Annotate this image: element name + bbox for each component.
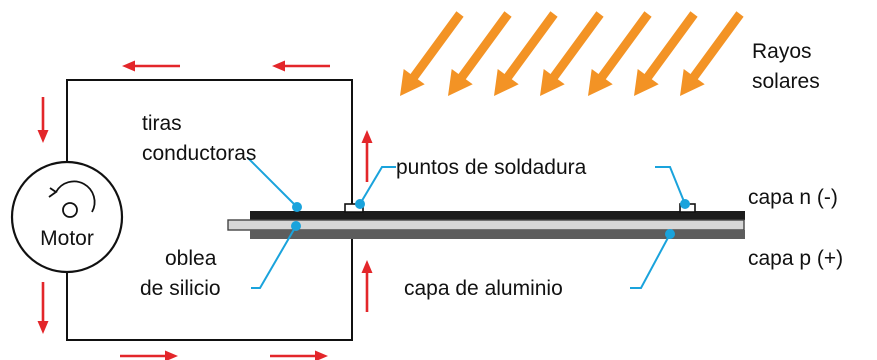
sun-ray-arrow	[588, 11, 652, 96]
dot-solder-right	[680, 199, 690, 209]
n-layer	[250, 211, 745, 220]
circuit-wire	[66, 79, 353, 341]
current-arrows	[37, 60, 373, 360]
leader-lines	[247, 157, 686, 289]
rotation-icon	[48, 180, 96, 218]
wire-bottom	[66, 232, 353, 341]
aluminum-layer	[250, 230, 745, 239]
current-flow-arrow	[361, 260, 373, 312]
conductive-strips-label-line2: conductoras	[142, 142, 256, 165]
sun-ray-arrow	[680, 11, 744, 96]
leader-aluminum	[630, 233, 671, 289]
current-flow-arrow	[270, 350, 328, 360]
wafer-label-line2: de silicio	[140, 277, 221, 300]
leader-wafer	[251, 225, 297, 289]
current-flow-arrow	[120, 350, 178, 360]
current-flow-arrow	[122, 60, 180, 72]
wafer-label-line1: oblea	[165, 247, 217, 270]
aluminum-label: capa de aluminio	[404, 277, 563, 300]
current-flow-arrow	[272, 60, 330, 72]
leader-conductive-strips	[247, 157, 298, 208]
silicon-wafer	[227, 219, 745, 231]
dot-solder-left	[355, 199, 365, 209]
n-layer-label: capa n (-)	[748, 186, 838, 209]
wire-top	[66, 79, 353, 206]
rays-label-line2: solares	[752, 70, 820, 93]
current-flow-arrow	[361, 130, 373, 182]
current-flow-arrow	[37, 282, 49, 334]
conductive-strips-label-line1: tiras	[142, 112, 182, 135]
leader-solder-right	[655, 166, 686, 205]
sun-ray-arrow	[494, 11, 558, 96]
solder-points-label: puntos de soldadura	[396, 156, 587, 179]
dot-aluminum	[665, 229, 675, 239]
dot-wafer	[291, 221, 301, 231]
motor: Motor	[10, 160, 124, 274]
leader-solder-left	[359, 166, 396, 205]
sun-ray-arrow	[634, 11, 698, 96]
leader-dots	[291, 199, 690, 239]
p-layer-label: capa p (+)	[748, 247, 843, 270]
sun-ray-arrow	[448, 11, 512, 96]
sun-rays	[400, 11, 744, 96]
current-flow-arrow	[37, 97, 49, 143]
motor-label: Motor	[40, 227, 94, 250]
dot-conductive-strips	[292, 202, 302, 212]
sun-ray-arrow	[540, 11, 604, 96]
rays-label-line1: Rayos	[752, 40, 812, 63]
sun-ray-arrow	[400, 11, 464, 96]
